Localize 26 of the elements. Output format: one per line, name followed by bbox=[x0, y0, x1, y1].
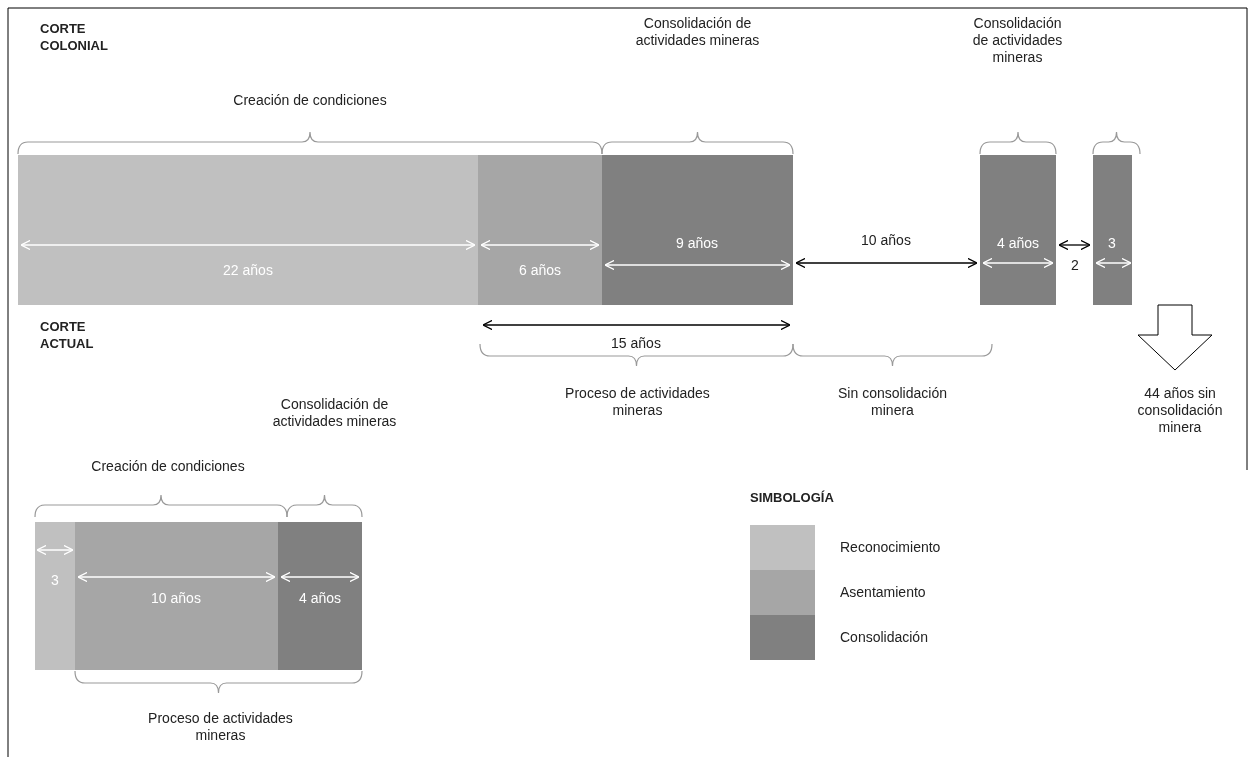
annotation-label: 44 años sin consolidación minera bbox=[1136, 385, 1224, 436]
duration-label: 9 años bbox=[674, 235, 719, 252]
annotation-label: Creación de condiciones bbox=[232, 92, 388, 109]
duration-label: 22 años bbox=[222, 262, 274, 279]
annotation-label: Consolidación de actividades mineras bbox=[635, 15, 760, 49]
section-heading: CORTE ACTUAL bbox=[40, 318, 95, 352]
annotation-label: Creación de condiciones bbox=[90, 458, 246, 475]
duration-label: 3 bbox=[50, 572, 60, 589]
annotation-label: 15 años bbox=[610, 335, 662, 352]
annotation-label: Consolidación de actividades mineras bbox=[971, 15, 1064, 66]
legend-label: Reconocimiento bbox=[840, 539, 941, 556]
duration-label: 4 años bbox=[995, 235, 1040, 252]
annotation-label: 2 bbox=[1070, 257, 1080, 274]
annotation-label: Proceso de actividades mineras bbox=[147, 710, 294, 744]
duration-label: 3 bbox=[1107, 235, 1117, 252]
legend-label: Consolidación bbox=[840, 629, 928, 646]
section-heading: SIMBOLOGÍA bbox=[750, 489, 835, 506]
duration-label: 6 años bbox=[517, 262, 562, 279]
annotation-label: 10 años bbox=[860, 232, 912, 249]
legend-label: Asentamiento bbox=[840, 584, 926, 601]
duration-label: 10 años bbox=[150, 590, 202, 607]
annotation-label: Proceso de actividades mineras bbox=[564, 385, 711, 419]
annotation-label: Sin consolidación minera bbox=[837, 385, 948, 419]
section-heading: CORTE COLONIAL bbox=[40, 20, 109, 54]
annotation-label: Consolidación de actividades mineras bbox=[272, 396, 397, 430]
duration-label: 4 años bbox=[297, 590, 342, 607]
